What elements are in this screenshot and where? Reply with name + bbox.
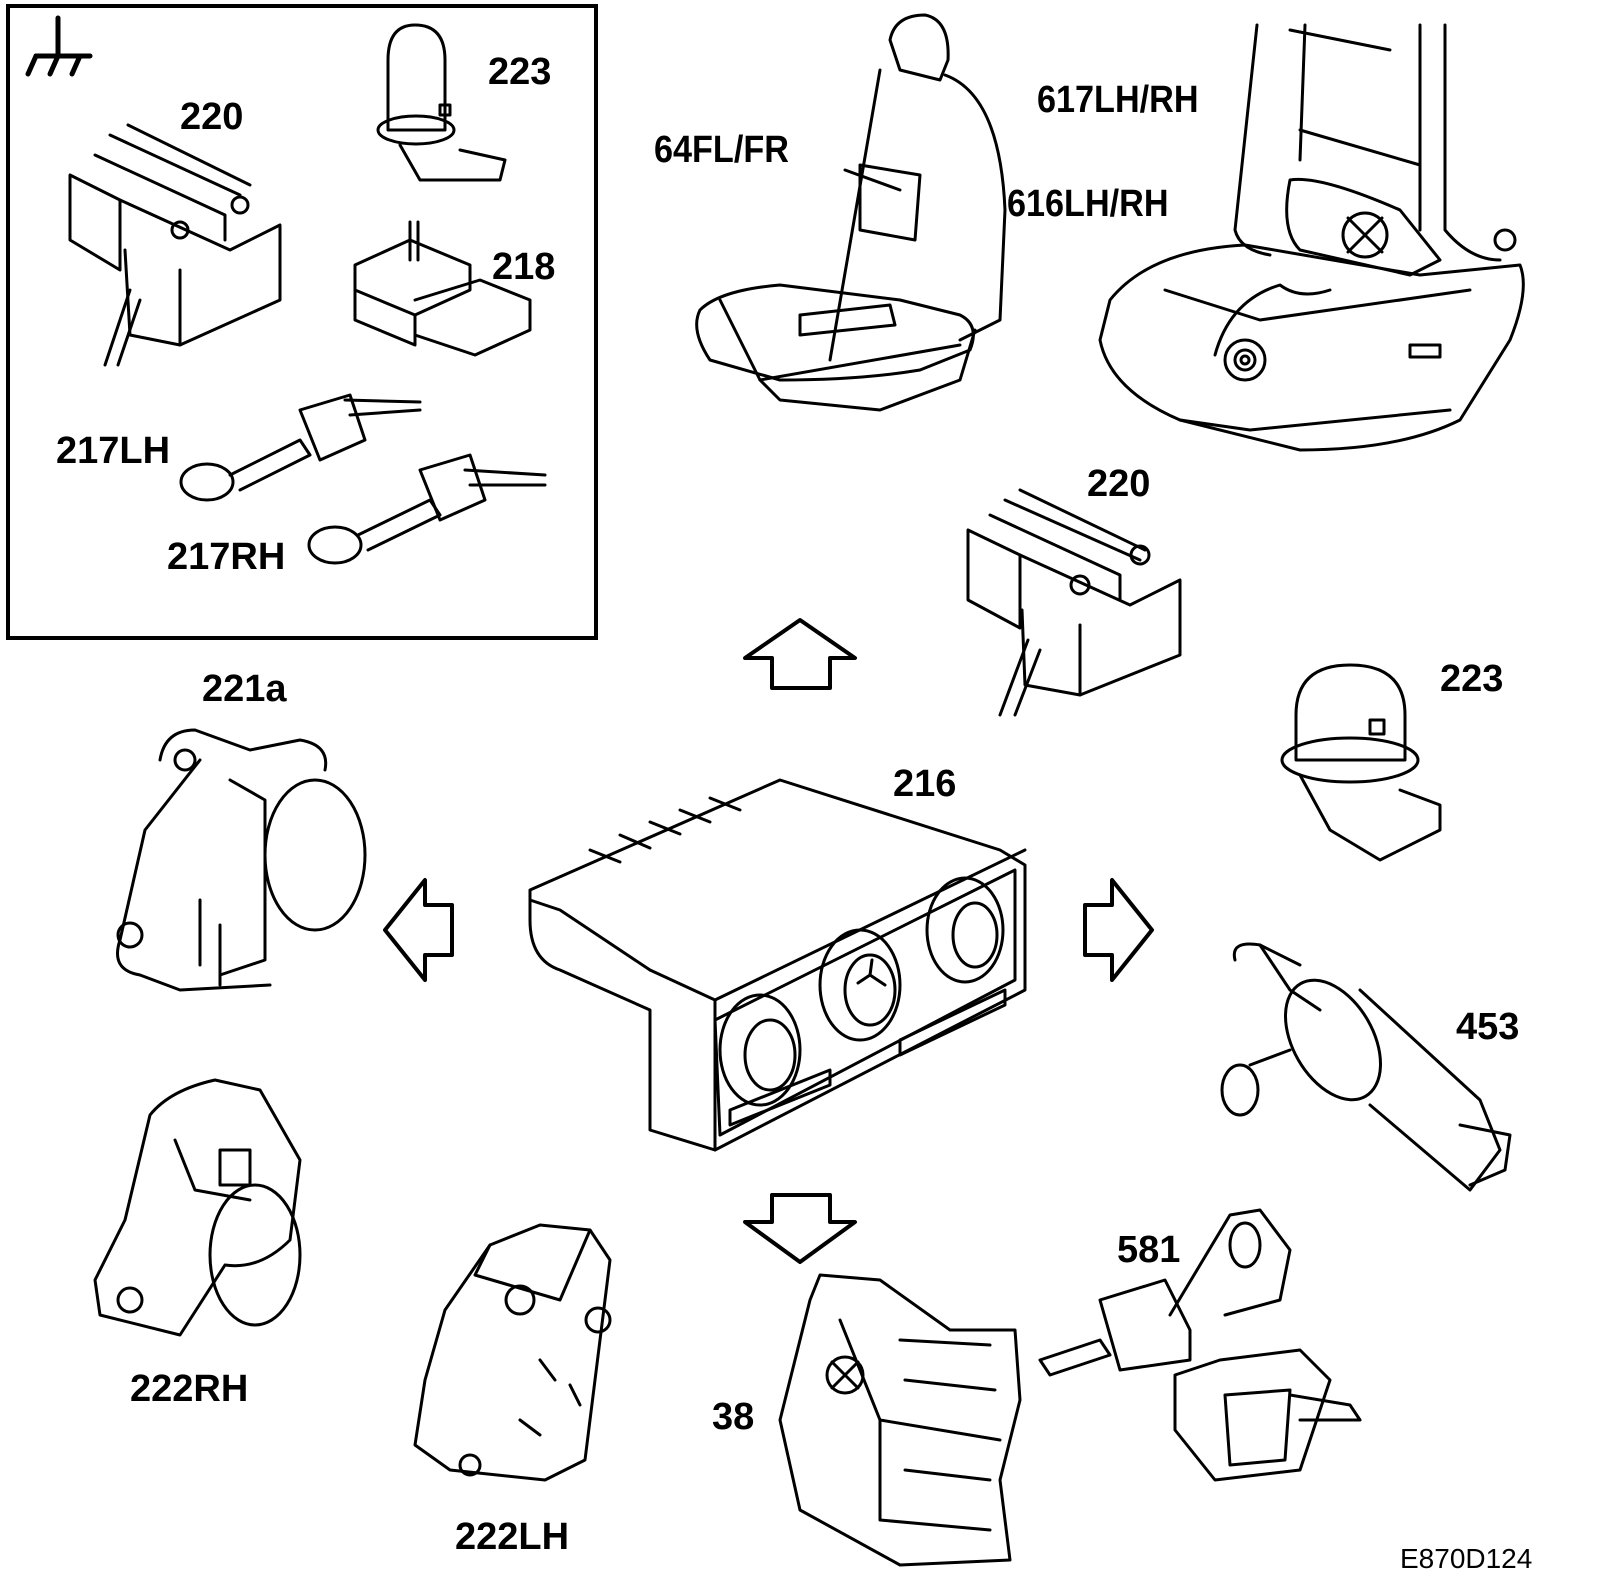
- figure-reference-id: E870D124: [1400, 1543, 1533, 1574]
- part-seat-64fl-fr: [695, 13, 1007, 412]
- part-220-inset: [68, 123, 282, 367]
- label-216: 216: [893, 763, 957, 805]
- label-453: 453: [1456, 1006, 1520, 1048]
- arrow-down-icon: [743, 1193, 857, 1264]
- label-64fl-fr: 64FL/FR: [654, 129, 789, 171]
- part-223: [1280, 663, 1442, 862]
- label-223: 223: [1440, 658, 1504, 700]
- part-223-inset: [376, 23, 507, 182]
- label-222lh: 222LH: [455, 1516, 570, 1558]
- label-222rh: 222RH: [130, 1368, 249, 1410]
- label-220-inset: 220: [180, 96, 244, 138]
- part-453: [1220, 942, 1512, 1192]
- arrow-right-icon: [1083, 878, 1154, 982]
- part-38: [778, 1273, 1022, 1567]
- part-217rh: [307, 453, 547, 565]
- label-220: 220: [1087, 463, 1151, 505]
- label-581: 581: [1117, 1229, 1181, 1271]
- arrow-up-icon: [743, 618, 857, 690]
- label-617lh-rh: 617LH/RH: [1037, 79, 1199, 121]
- label-616lh-rh: 616LH/RH: [1007, 183, 1169, 225]
- ground-symbol-icon: [25, 15, 93, 77]
- part-217lh: [179, 393, 422, 502]
- inset-frame: [6, 4, 598, 640]
- part-218-inset: [353, 220, 532, 357]
- label-217rh: 217RH: [167, 536, 286, 578]
- part-222lh: [413, 1223, 612, 1482]
- part-216: [528, 778, 1027, 1152]
- part-seat-616-617: [1098, 23, 1525, 452]
- label-223-inset: 223: [488, 51, 552, 93]
- label-217lh: 217LH: [56, 430, 171, 472]
- part-221a: [116, 728, 367, 992]
- part-581: [1038, 1208, 1362, 1482]
- label-218: 218: [492, 246, 556, 288]
- part-222rh: [93, 1078, 302, 1337]
- label-221a: 221a: [202, 668, 287, 710]
- label-38: 38: [712, 1396, 755, 1438]
- part-220: [966, 488, 1182, 717]
- arrow-left-icon: [383, 878, 454, 982]
